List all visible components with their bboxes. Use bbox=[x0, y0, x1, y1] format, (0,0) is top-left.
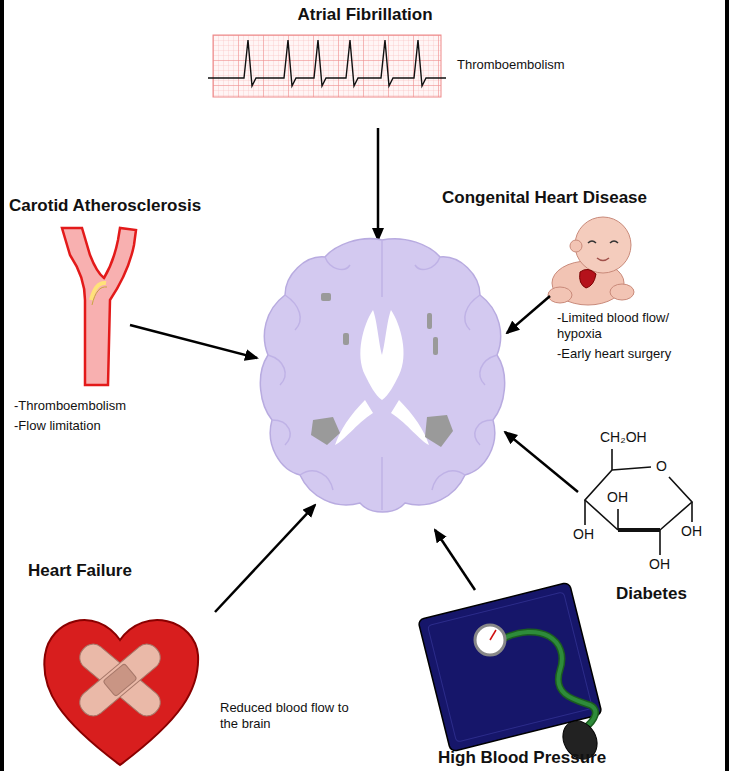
chemical-group-label: OH bbox=[572, 527, 595, 542]
mechanism-note: -Flow limitation bbox=[14, 418, 174, 434]
influence-arrow bbox=[505, 432, 578, 492]
risk-factor-group: Atrial FibrillationThromboembolism bbox=[205, 2, 581, 128]
carotid-artery bbox=[62, 228, 136, 385]
bandaged-heart bbox=[44, 620, 198, 765]
baby-figure bbox=[548, 217, 634, 305]
heading: High Blood Pressure bbox=[438, 747, 613, 768]
mechanism-note: Reduced blood flow to the brain bbox=[220, 700, 355, 733]
ecg-strip bbox=[208, 35, 446, 97]
influence-arrow bbox=[130, 325, 257, 358]
mechanism-note: -Limited blood flow/ hypoxia bbox=[557, 310, 695, 343]
blood-pressure-cuff bbox=[418, 582, 604, 765]
chemical-group-label: CH₂OH bbox=[599, 430, 648, 445]
risk-factor-group: Diabetes bbox=[570, 425, 720, 610]
brain-node bbox=[255, 235, 510, 515]
heading: Congenital Heart Disease bbox=[442, 187, 722, 208]
mechanism-note: -Thromboembolism bbox=[14, 398, 174, 414]
influence-arrow bbox=[377, 128, 380, 240]
heading: Carotid Atherosclerosis bbox=[9, 195, 249, 216]
heading: Diabetes bbox=[616, 583, 716, 604]
risk-factor-group: Heart FailureReduced blood flow to the b… bbox=[20, 558, 365, 768]
heading: Atrial Fibrillation bbox=[270, 4, 460, 25]
brain-section bbox=[255, 235, 510, 515]
influence-arrow bbox=[507, 296, 550, 333]
influence-arrow bbox=[435, 530, 475, 590]
heading: Heart Failure bbox=[28, 560, 188, 581]
chemical-group-label: OH bbox=[680, 524, 703, 539]
chemical-group-label: O bbox=[655, 459, 668, 474]
chemical-group-label: OH bbox=[606, 490, 629, 505]
risk-factor-group: Carotid Atherosclerosis -Thromboembolism -… bbox=[6, 193, 256, 448]
risk-factor-group: High Blood Pressure bbox=[410, 585, 617, 771]
mechanism-note: Thromboembolism bbox=[457, 57, 577, 73]
mechanism-note: -Early heart surgery bbox=[557, 346, 717, 362]
chemical-group-label: OH bbox=[648, 557, 671, 572]
glucose-molecule bbox=[585, 449, 692, 555]
influence-arrow bbox=[215, 505, 315, 612]
